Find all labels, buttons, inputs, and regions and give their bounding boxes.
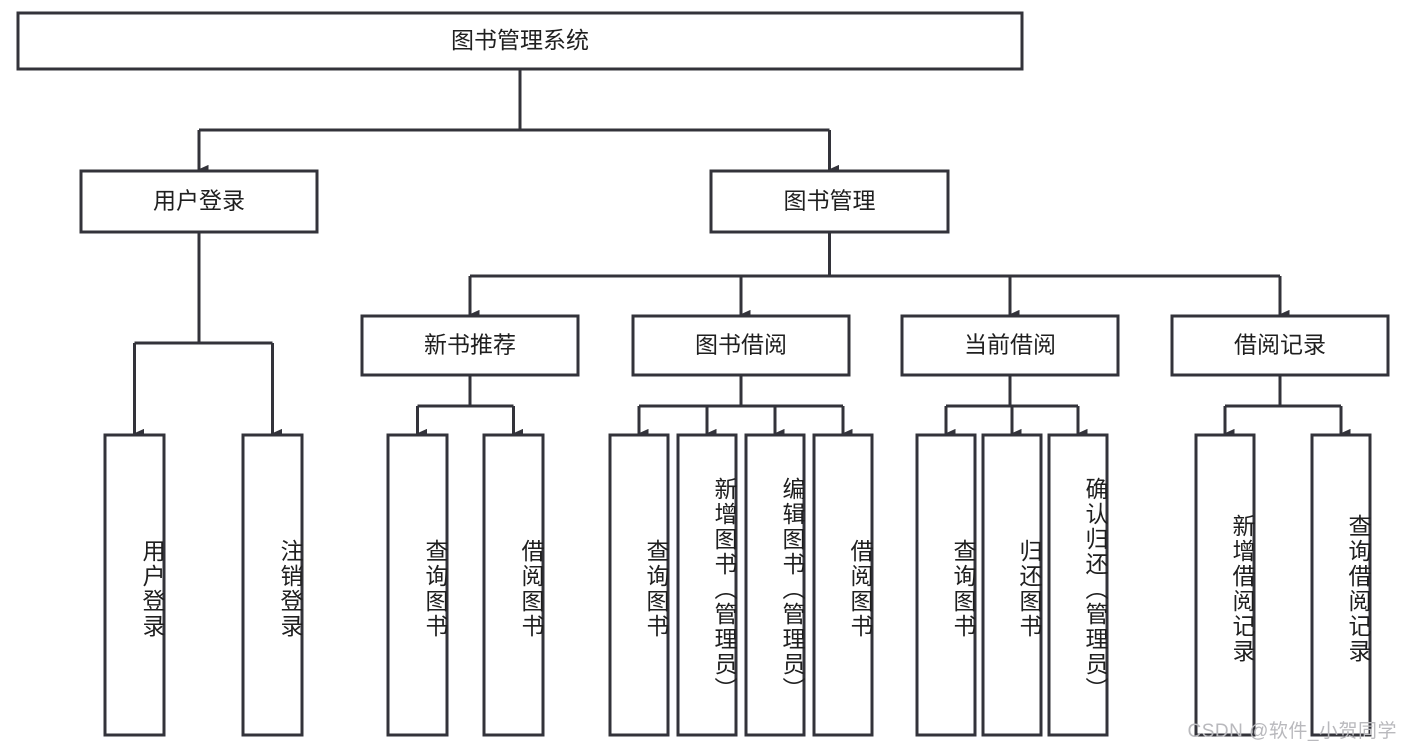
node-label-root: 图书管理系统	[451, 27, 589, 53]
node-box-leaf-query-book-cur[interactable]	[915, 433, 977, 737]
csdn-watermark: CSDN @软件_小贺同学	[1187, 721, 1397, 742]
connectors-layer	[132, 69, 1351, 440]
node-box-new-book-rec[interactable]	[360, 314, 580, 377]
node-box-leaf-user-logout[interactable]	[241, 433, 304, 737]
node-box-book-borrow[interactable]	[631, 314, 851, 377]
node-box-leaf-add-record[interactable]	[1194, 433, 1256, 737]
node-box-leaf-return-book[interactable]	[981, 433, 1043, 737]
node-label-book-borrow: 图书借阅	[695, 332, 787, 358]
node-label-user-login: 用户登录	[153, 188, 245, 214]
node-box-book-manage[interactable]	[709, 169, 950, 234]
boxes-layer	[16, 11, 1390, 737]
node-label-new-book-rec: 新书推荐	[424, 332, 516, 358]
node-box-leaf-confirm-return[interactable]	[1047, 433, 1109, 737]
node-box-user-login[interactable]	[79, 169, 319, 234]
node-box-current-borrow[interactable]	[900, 314, 1120, 377]
node-box-leaf-borrow-book[interactable]	[812, 433, 874, 737]
node-box-leaf-query-book-rec[interactable]	[386, 433, 449, 737]
node-box-borrow-record[interactable]	[1170, 314, 1390, 377]
node-label-borrow-record: 借阅记录	[1234, 332, 1326, 358]
node-box-leaf-query-book[interactable]	[608, 433, 670, 737]
node-box-leaf-user-login[interactable]	[103, 433, 166, 737]
node-box-root[interactable]	[16, 11, 1024, 71]
node-box-leaf-edit-book[interactable]	[744, 433, 806, 737]
node-label-current-borrow: 当前借阅	[964, 332, 1056, 358]
node-box-leaf-add-book[interactable]	[676, 433, 738, 737]
node-box-leaf-borrow-book-rec[interactable]	[482, 433, 545, 737]
node-box-leaf-query-record[interactable]	[1310, 433, 1372, 737]
node-label-book-manage: 图书管理	[784, 188, 876, 214]
